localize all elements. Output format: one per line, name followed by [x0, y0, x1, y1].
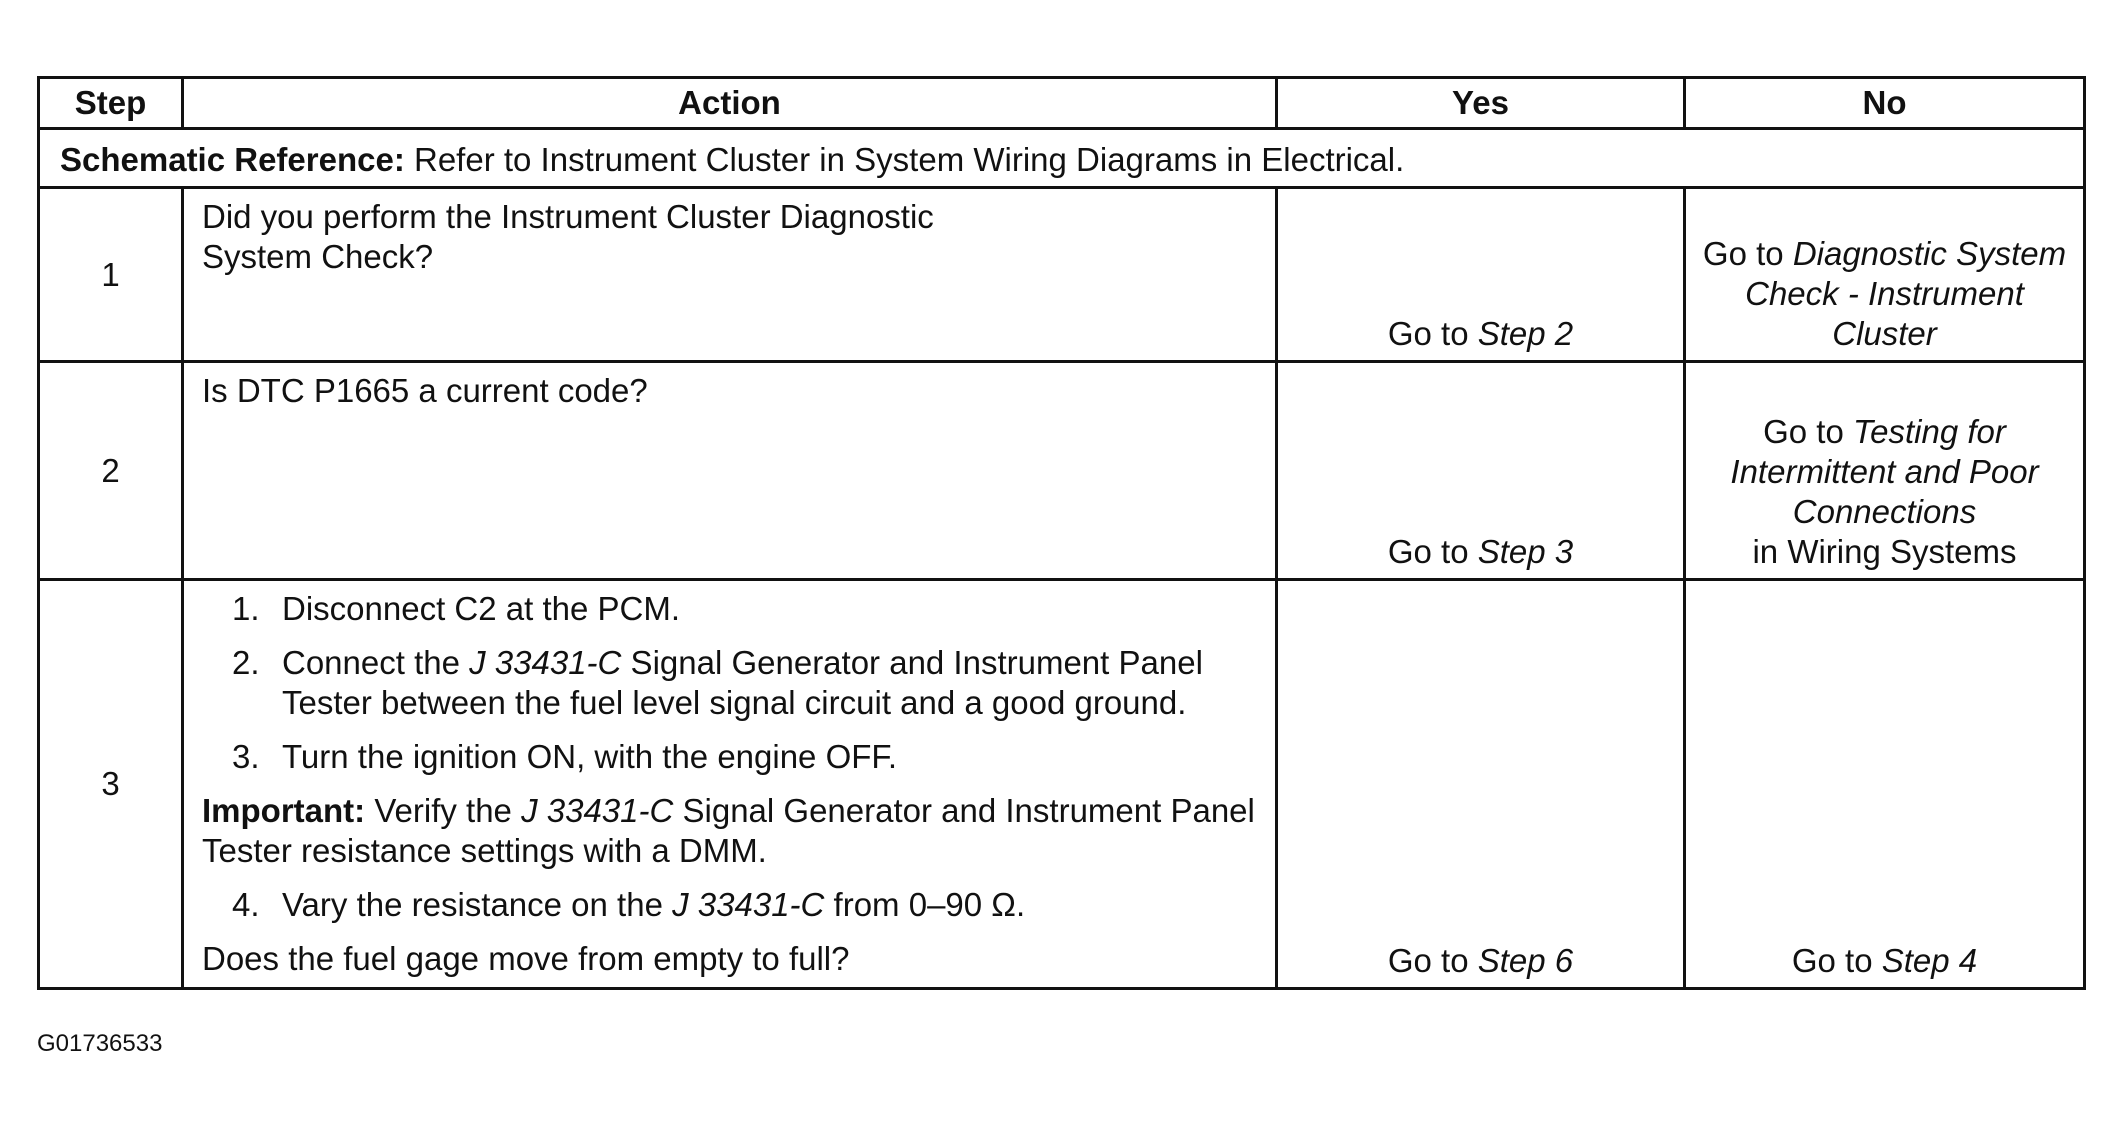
action-text: Is DTC P1665 a current code? — [202, 372, 648, 409]
important-text-cont: Signal Generator and Instrument Panel Te… — [202, 792, 1255, 869]
list-item: 2. Connect the J 33431-C Signal Generator… — [202, 643, 1257, 723]
schematic-reference-text: Refer to Instrument Cluster in System Wi… — [404, 141, 1405, 178]
list-item: 4. Vary the resistance on the J 33431-C f… — [202, 885, 1257, 925]
action-cell: Is DTC P1665 a current code? — [181, 360, 1278, 581]
procedure-list: 1. Disconnect C2 at the PCM. 2. Connect th… — [202, 589, 1257, 777]
item-text: Turn the ignition ON, with the engine OF… — [282, 738, 898, 775]
header-step: Step — [37, 76, 184, 130]
schematic-reference-label: Schematic Reference: — [60, 141, 405, 178]
yes-prefix: Go to — [1387, 315, 1478, 352]
header-yes: Yes — [1275, 76, 1686, 130]
step-number: 3 — [37, 578, 184, 990]
item-text-cont: Signal Generator and Instrument Panel Te… — [282, 644, 1203, 721]
yes-link[interactable]: Step 6 — [1477, 942, 1574, 979]
yes-cell: Go to Step 2 — [1275, 186, 1686, 363]
tool-name: J 33431-C — [469, 644, 622, 681]
header-action: Action — [181, 76, 1278, 130]
diagnostic-table: Step Action Yes No Schematic Reference: … — [37, 76, 2086, 990]
step-number: 1 — [37, 186, 184, 363]
no-cell: Go to Step 4 — [1683, 578, 2086, 990]
yes-prefix: Go to — [1387, 533, 1478, 570]
item-text: Vary the resistance on the — [282, 886, 673, 923]
header-no: No — [1683, 76, 2086, 130]
item-text: Disconnect C2 at the PCM. — [282, 590, 680, 627]
table-row: 3 1. Disconnect C2 at the PCM. 2. Connect … — [37, 578, 2086, 990]
procedure-list-cont: 4. Vary the resistance on the J 33431-C f… — [202, 885, 1257, 925]
action-cell: Did you perform the Instrument Cluster D… — [181, 186, 1278, 363]
yes-link[interactable]: Step 3 — [1477, 533, 1574, 570]
no-link[interactable]: Diagnostic System Check - Instrument Clu… — [1745, 235, 2067, 352]
yes-cell: Go to Step 6 — [1275, 578, 1686, 990]
action-cell: 1. Disconnect C2 at the PCM. 2. Connect th… — [181, 578, 1278, 990]
no-suffix: in Wiring Systems — [1752, 533, 2017, 570]
item-number: 1. — [232, 590, 260, 627]
important-note: Important: Verify the J 33431-C Signal G… — [202, 791, 1257, 871]
header-row: Step Action Yes No — [37, 76, 2086, 130]
yes-prefix: Go to — [1387, 942, 1478, 979]
figure-id: G01736533 — [37, 1030, 163, 1057]
tool-name: J 33431-C — [672, 886, 825, 923]
no-prefix: Go to — [1702, 235, 1793, 272]
item-number: 2. — [232, 644, 260, 681]
action-text: Did you perform the Instrument Cluster D… — [202, 198, 934, 275]
table-row: 1 Did you perform the Instrument Cluster… — [37, 186, 2086, 363]
no-prefix: Go to — [1763, 413, 1853, 450]
item-text-cont: from 0–90 Ω. — [824, 886, 1026, 923]
important-label: Important: — [202, 792, 366, 829]
yes-cell: Go to Step 3 — [1275, 360, 1686, 581]
step-number: 2 — [37, 360, 184, 581]
tool-name: J 33431-C — [521, 792, 674, 829]
no-link[interactable]: Step 4 — [1881, 942, 1978, 979]
no-prefix: Go to — [1791, 942, 1882, 979]
important-text: Verify the — [365, 792, 522, 829]
list-item: 3. Turn the ignition ON, with the engine … — [202, 737, 1257, 777]
item-text: Connect the — [282, 644, 470, 681]
table-row: 2 Is DTC P1665 a current code? Go to Ste… — [37, 360, 2086, 581]
no-cell: Go to Testing for Intermittent and Poor … — [1683, 360, 2086, 581]
question-text: Does the fuel gage move from empty to fu… — [202, 940, 850, 977]
list-item: 1. Disconnect C2 at the PCM. — [202, 589, 1257, 629]
no-link[interactable]: Testing for Intermittent and Poor Connec… — [1730, 413, 2039, 530]
no-cell: Go to Diagnostic System Check - Instrume… — [1683, 186, 2086, 363]
item-number: 4. — [232, 886, 260, 923]
item-number: 3. — [232, 738, 260, 775]
schematic-reference: Schematic Reference: Refer to Instrument… — [37, 127, 2086, 189]
schematic-reference-row: Schematic Reference: Refer to Instrument… — [37, 127, 2086, 189]
yes-link[interactable]: Step 2 — [1477, 315, 1574, 352]
